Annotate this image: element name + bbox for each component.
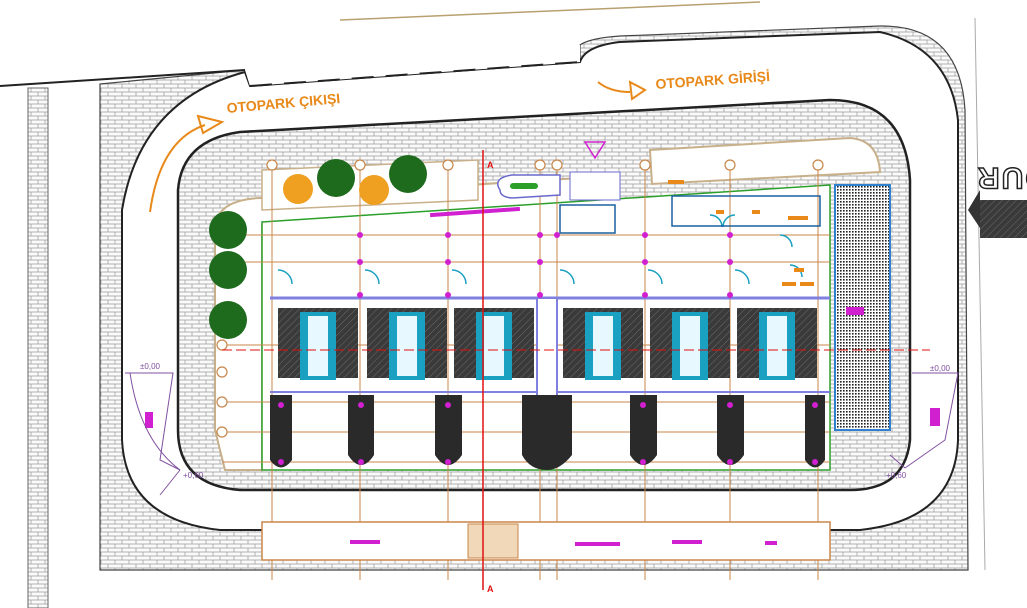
grid-bubbles: [216, 159, 824, 438]
stairs: [467, 523, 519, 559]
parking-bays: [278, 297, 817, 399]
level-label: +0,60: [886, 471, 907, 480]
sidewalk-strip: [27, 87, 49, 608]
piers: [270, 395, 825, 470]
level-label: +0,60: [183, 471, 204, 480]
planting-area: [648, 136, 882, 186]
level-label: ±0,00: [930, 364, 950, 373]
perimeter-wall: [261, 521, 831, 561]
ramp-area: [834, 184, 891, 431]
section-marker-top: A: [487, 160, 494, 170]
level-label: ±0,00: [140, 362, 160, 371]
section-marker-bottom: A: [487, 584, 494, 594]
property-line: [974, 17, 986, 571]
trees: [209, 155, 427, 339]
property-line: [339, 1, 761, 21]
column-markers: [278, 232, 818, 465]
stop-road-marking: DUR: [975, 160, 1027, 195]
